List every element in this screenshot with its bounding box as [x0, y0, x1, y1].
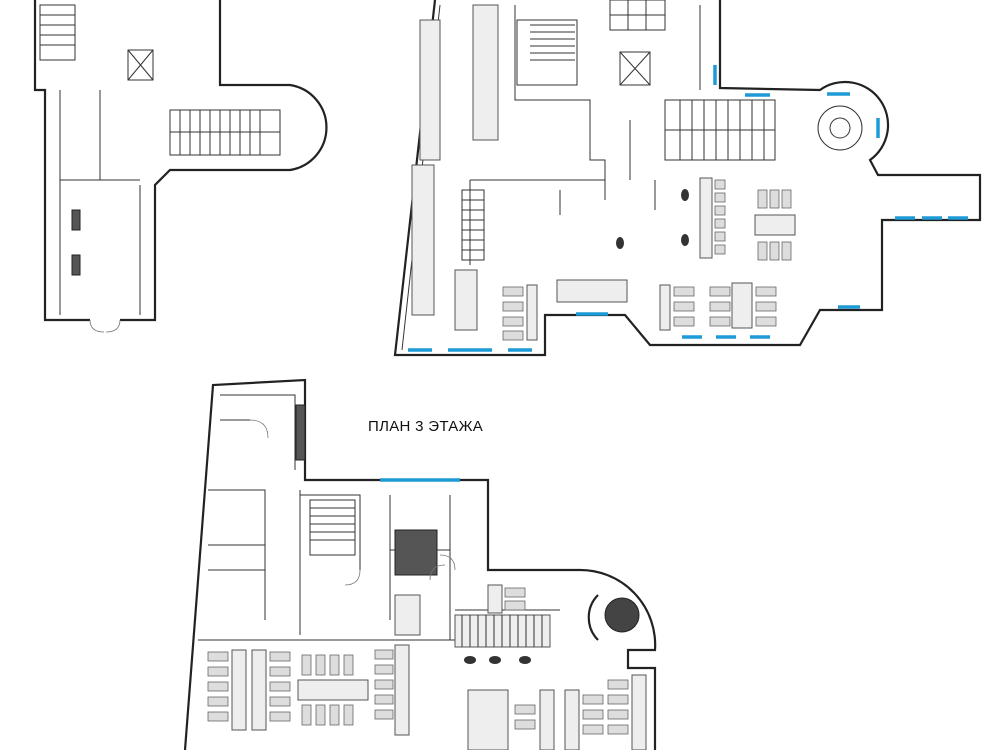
second-floor-windows — [408, 65, 968, 352]
second-floor-plan — [393, 0, 982, 357]
third-floor-staircase — [309, 499, 356, 556]
spiral-staircase — [817, 105, 863, 151]
second-floor-staircase-a — [516, 19, 578, 86]
left-building-inner-walls — [59, 90, 141, 315]
third-floor-tables — [207, 584, 647, 750]
third-floor-plan — [183, 378, 657, 750]
left-building-plan — [33, 0, 328, 333]
left-entrance-tables — [71, 209, 81, 276]
kitchen-equipment — [411, 4, 499, 331]
second-floor-outline — [393, 0, 982, 357]
third-floor-doors — [249, 419, 456, 586]
second-floor-elevator — [619, 51, 651, 86]
third-floor-bar-counter — [454, 614, 551, 648]
third-floor-elevator — [394, 529, 438, 576]
entrance-door — [89, 319, 121, 333]
third-floor-plan-title: ПЛАН 3 ЭТАЖА — [368, 418, 484, 435]
left-elevator — [127, 49, 154, 81]
second-floor-stair-b — [461, 189, 485, 261]
left-staircase — [39, 4, 76, 61]
left-wing-staircase — [169, 109, 281, 156]
third-floor-round-stair — [587, 594, 640, 641]
second-floor-inner-walls — [401, 4, 701, 351]
left-building-outline — [33, 0, 328, 322]
second-floor-lockers — [609, 0, 666, 31]
second-floor-main-staircase — [664, 99, 776, 161]
third-floor-shaft — [295, 404, 306, 461]
second-floor-tables — [502, 177, 796, 341]
third-floor-outline — [183, 378, 657, 750]
third-floor-kitchen-unit — [394, 594, 421, 636]
